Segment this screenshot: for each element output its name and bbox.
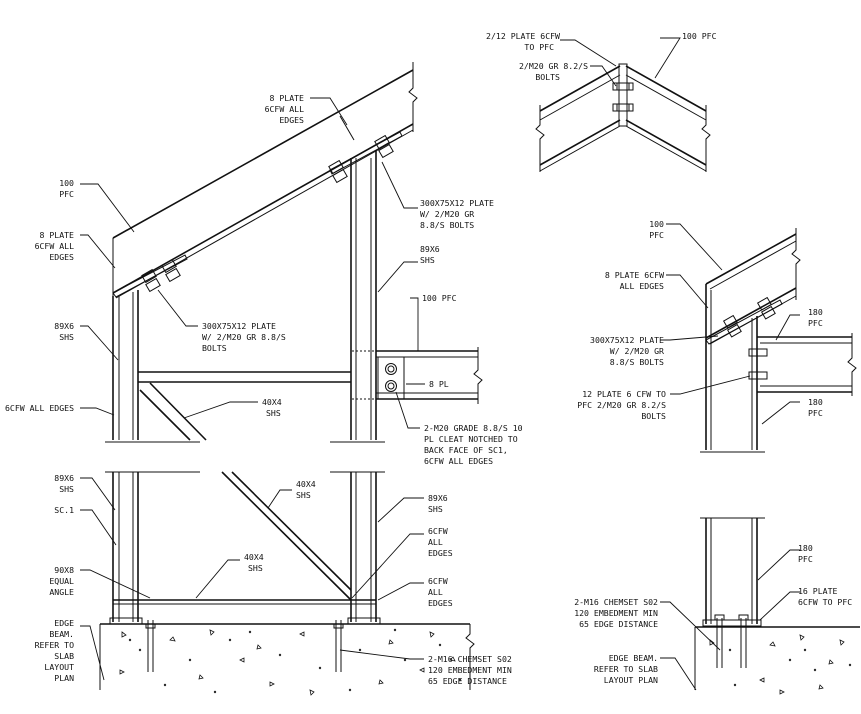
concrete-hatch	[119, 628, 462, 696]
diagonal-brace-b	[221, 471, 352, 601]
bolt-group-left	[141, 258, 181, 293]
leader-lines	[80, 37, 800, 691]
label-sc1: SC.1	[54, 505, 74, 515]
label-100pfc-mid: 100 PFC	[422, 293, 457, 303]
apex-detail	[535, 63, 711, 172]
diagonal-brace-a	[139, 389, 191, 441]
top-plate	[339, 115, 355, 141]
base-detail	[694, 517, 860, 695]
label-100pfc-tr: 100 PFC	[682, 31, 717, 41]
eave-detail	[700, 228, 857, 453]
label-8pl: 8 PL	[429, 379, 449, 389]
rafter-top-flange	[112, 69, 414, 239]
left-elevation	[99, 62, 483, 696]
label-6cfw-left: 6CFW ALL EDGES	[5, 403, 74, 413]
bolt-group-top	[328, 134, 394, 184]
